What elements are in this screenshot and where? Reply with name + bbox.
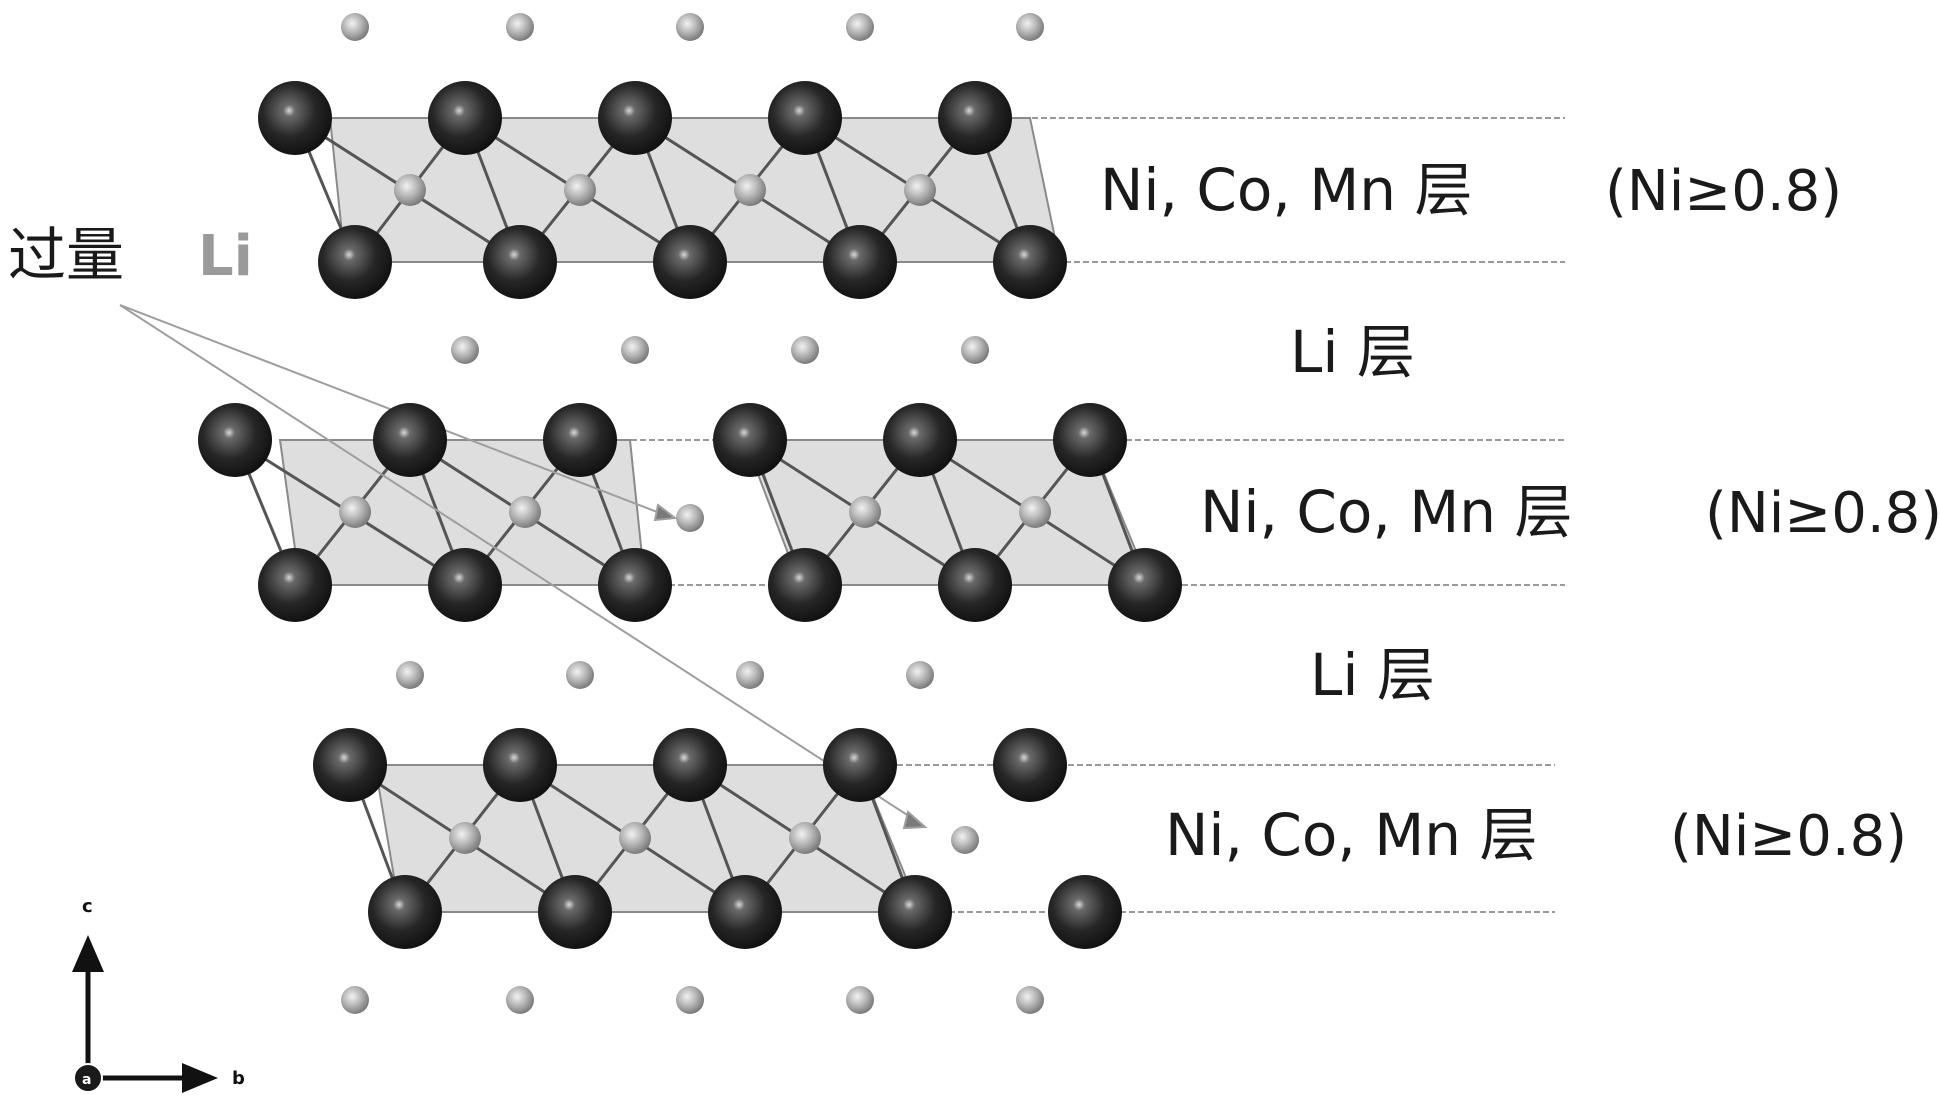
li-atom	[791, 336, 819, 364]
tm-atom	[823, 728, 897, 802]
li-atom	[961, 336, 989, 364]
ni-note-1: (Ni≥0.8)	[1605, 159, 1842, 224]
excess-li-label: 过量 Li	[8, 221, 253, 289]
li-atom-octahedral	[849, 496, 881, 528]
tm-atom	[653, 728, 727, 802]
li-atom-octahedral	[619, 822, 651, 854]
axis-indicator: c b a	[72, 896, 245, 1093]
tm-atom	[1053, 403, 1127, 477]
li-atom-octahedral	[564, 174, 596, 206]
li-atom	[676, 986, 704, 1014]
li-atom-octahedral	[789, 822, 821, 854]
tm-atoms	[198, 81, 1182, 949]
li-atom	[566, 661, 594, 689]
li-atom-octahedral	[394, 174, 426, 206]
b-axis-label: b	[232, 1068, 245, 1089]
tm-atom	[428, 548, 502, 622]
tm-atom	[883, 403, 957, 477]
li-atom-octahedral	[449, 822, 481, 854]
tm-atom	[708, 875, 782, 949]
tm-atom	[823, 225, 897, 299]
tm-atom	[1108, 548, 1182, 622]
li-atom	[846, 13, 874, 41]
c-axis-label: c	[82, 896, 93, 917]
ni-note-3: (Ni≥0.8)	[1670, 804, 1907, 869]
li-atom	[676, 13, 704, 41]
excess-li-text: Li	[198, 224, 253, 289]
tm-atom	[313, 728, 387, 802]
tm-atom	[198, 403, 272, 477]
tm-atom	[258, 548, 332, 622]
tm-atom	[258, 81, 332, 155]
li-atom	[1016, 986, 1044, 1014]
li-atom-octahedral	[904, 174, 936, 206]
tm-atom	[993, 728, 1067, 802]
layer-labels: Ni, Co, Mn 层 (Ni≥0.8) Li 层 Ni, Co, Mn 层 …	[1100, 156, 1940, 869]
li-atom	[506, 13, 534, 41]
ni-note-2: (Ni≥0.8)	[1705, 481, 1940, 546]
tm-atom	[598, 81, 672, 155]
li-atom	[846, 986, 874, 1014]
a-axis-label: a	[82, 1072, 91, 1088]
tm-atom	[373, 403, 447, 477]
tm-atom	[878, 875, 952, 949]
excess-li-atom	[676, 504, 704, 532]
li-layer-label-1: Li 层	[1290, 318, 1415, 386]
li-atom-octahedral	[734, 174, 766, 206]
li-atom	[396, 661, 424, 689]
tm-atom	[993, 225, 1067, 299]
li-atom	[906, 661, 934, 689]
tm-atom	[483, 728, 557, 802]
tm-atom	[598, 548, 672, 622]
tm-atom	[768, 548, 842, 622]
li-atom	[621, 336, 649, 364]
li-layer-label-2: Li 层	[1310, 641, 1435, 709]
li-atom	[1016, 13, 1044, 41]
li-atom	[506, 986, 534, 1014]
tm-atom	[428, 81, 502, 155]
tm-layer-label-3: Ni, Co, Mn 层	[1165, 801, 1537, 869]
pointer-arrowhead	[653, 503, 678, 522]
pointer-line	[119, 304, 916, 821]
tm-atom	[938, 81, 1012, 155]
tm-atom	[938, 548, 1012, 622]
a-axis-origin	[73, 1063, 103, 1093]
c-axis-arrowhead	[72, 935, 104, 972]
li-atoms	[339, 13, 1051, 1014]
li-atom-octahedral	[339, 496, 371, 528]
tm-atom	[768, 81, 842, 155]
li-atom	[451, 336, 479, 364]
tm-atom	[318, 225, 392, 299]
li-atom	[341, 986, 369, 1014]
excess-text: 过量	[8, 221, 124, 289]
tm-atom	[543, 403, 617, 477]
tm-atom	[653, 225, 727, 299]
tm-atom	[538, 875, 612, 949]
li-atom	[736, 661, 764, 689]
tm-layer-label-2: Ni, Co, Mn 层	[1200, 478, 1572, 546]
tm-layer-label-1: Ni, Co, Mn 层	[1100, 156, 1472, 224]
li-atom-octahedral	[1019, 496, 1051, 528]
b-axis-arrowhead	[182, 1063, 218, 1093]
tm-atom	[1048, 875, 1122, 949]
li-atom	[341, 13, 369, 41]
tm-atom	[368, 875, 442, 949]
excess-li-atom	[951, 826, 979, 854]
li-atom-octahedral	[509, 496, 541, 528]
pointer-arrowhead	[902, 810, 928, 830]
tm-atom	[483, 225, 557, 299]
tm-atom	[713, 403, 787, 477]
